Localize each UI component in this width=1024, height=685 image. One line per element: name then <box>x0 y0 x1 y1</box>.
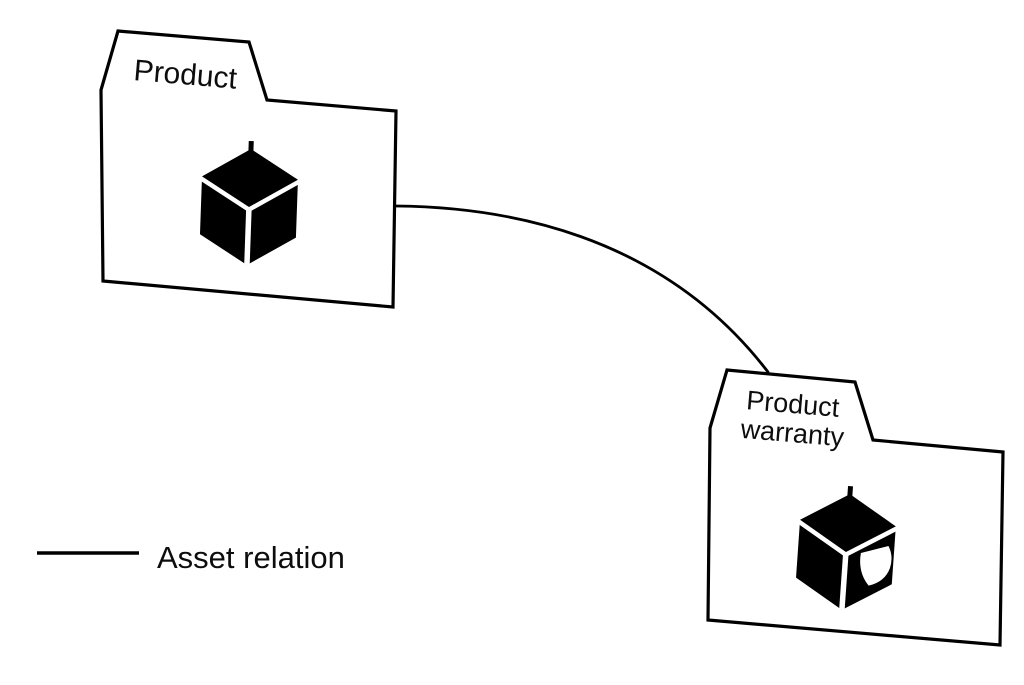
node-product: Product <box>99 29 398 309</box>
cube-shield-icon <box>796 485 898 611</box>
shield-cutout <box>860 545 892 586</box>
node-product-warranty: Product warranty <box>706 368 1005 647</box>
cube-icon <box>199 140 301 266</box>
legend-label: Asset relation <box>157 540 345 575</box>
asset-relation-edge <box>394 204 770 374</box>
legend: Asset relation <box>37 540 345 575</box>
